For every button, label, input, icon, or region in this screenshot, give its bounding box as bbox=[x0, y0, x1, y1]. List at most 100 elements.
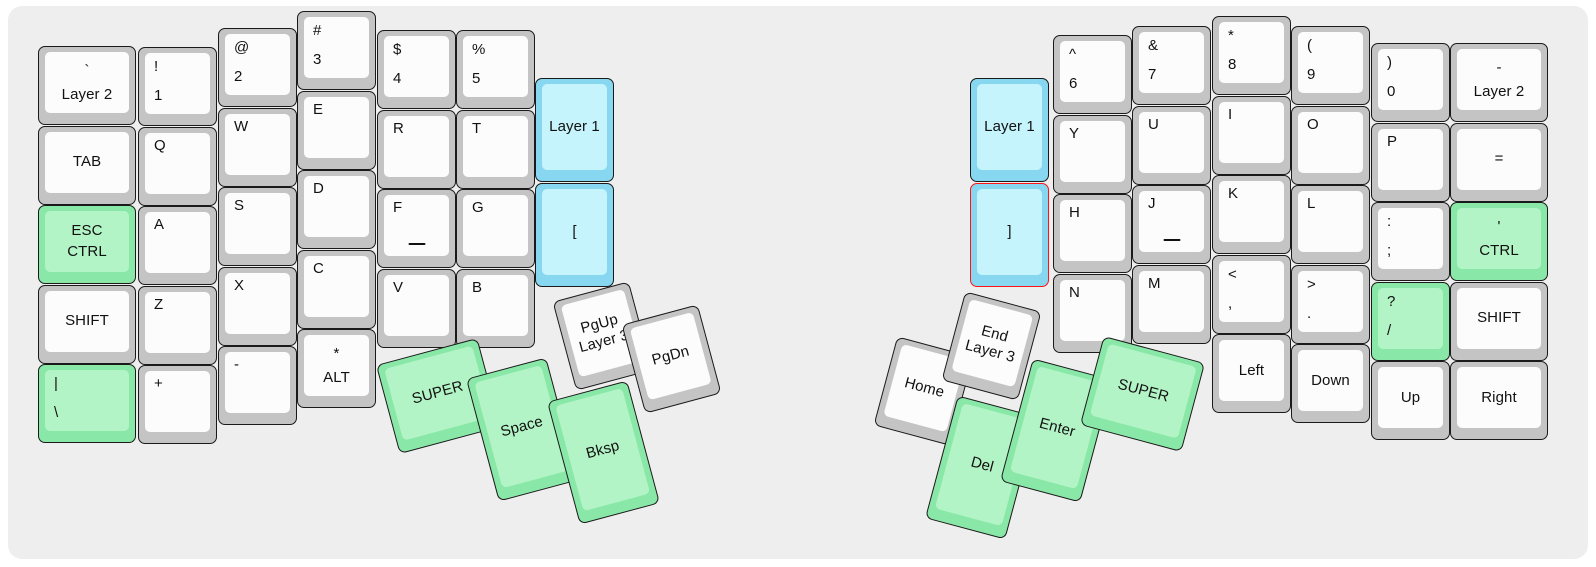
key-layer-1[interactable]: Layer 1 bbox=[535, 78, 614, 182]
key-legend-shifted: ' bbox=[1497, 217, 1501, 235]
key-8[interactable]: *8 bbox=[1212, 16, 1291, 95]
key-2[interactable]: @2 bbox=[218, 28, 297, 107]
key-9[interactable]: (9 bbox=[1291, 26, 1370, 105]
key-key[interactable]: :; bbox=[1371, 202, 1450, 281]
key-d[interactable]: D bbox=[297, 170, 376, 249]
key-s[interactable]: S bbox=[218, 187, 297, 266]
key-f[interactable]: F bbox=[377, 189, 456, 268]
key-w[interactable]: W bbox=[218, 107, 297, 187]
key-cap: $4 bbox=[384, 36, 449, 97]
homing-bar-icon bbox=[408, 242, 425, 245]
key-up[interactable]: Up bbox=[1371, 361, 1450, 440]
key-c[interactable]: C bbox=[297, 249, 376, 329]
thumb-pgdn[interactable]: PgDn bbox=[621, 304, 722, 414]
key-key[interactable]: <, bbox=[1212, 254, 1291, 334]
key-key[interactable]: = bbox=[1450, 122, 1548, 202]
key-i[interactable]: I bbox=[1212, 95, 1291, 175]
key-cap: :; bbox=[1378, 208, 1443, 269]
key-cap: *8 bbox=[1219, 22, 1284, 83]
key-4[interactable]: $4 bbox=[377, 30, 456, 109]
key-key[interactable]: ?/ bbox=[1371, 281, 1450, 361]
key-v[interactable]: V bbox=[377, 268, 456, 348]
key-h[interactable]: H bbox=[1053, 194, 1132, 273]
key-1[interactable]: !1 bbox=[138, 47, 217, 126]
key-cap: -Layer 2 bbox=[1457, 49, 1541, 110]
key-legend-shifted: $ bbox=[393, 41, 402, 58]
key-a[interactable]: A bbox=[138, 206, 217, 285]
key-tab[interactable]: TAB bbox=[38, 125, 136, 205]
key-legend-shifted: > bbox=[1307, 275, 1316, 293]
key-legend-bottom: CTRL bbox=[67, 243, 107, 260]
key-alt[interactable]: *ALT bbox=[297, 329, 376, 408]
key-key[interactable]: - bbox=[218, 346, 297, 425]
key-p[interactable]: P bbox=[1371, 122, 1450, 202]
key-cap: SHIFT bbox=[1457, 287, 1541, 349]
key-l[interactable]: L bbox=[1291, 185, 1370, 264]
key-b[interactable]: B bbox=[456, 268, 535, 348]
key-legend: Home bbox=[902, 374, 947, 402]
key-cap: `Layer 2 bbox=[45, 52, 129, 113]
key-m[interactable]: M bbox=[1132, 264, 1211, 344]
key-k[interactable]: K bbox=[1212, 175, 1291, 254]
key-legend-base: ALT bbox=[323, 368, 350, 386]
key-cap: J bbox=[1139, 191, 1204, 252]
key-legend: SUPER bbox=[1115, 375, 1171, 406]
key-legend: V bbox=[393, 278, 404, 296]
key-j[interactable]: J bbox=[1132, 185, 1211, 264]
key-y[interactable]: Y bbox=[1053, 114, 1132, 194]
key-0[interactable]: )0 bbox=[1371, 43, 1450, 122]
key-legend: Q bbox=[154, 136, 166, 154]
key-legend-shifted: % bbox=[472, 41, 486, 58]
key-cap: N bbox=[1060, 279, 1125, 341]
key-key[interactable]: + bbox=[138, 365, 217, 444]
key-z[interactable]: Z bbox=[138, 285, 217, 365]
key-cap: |\ bbox=[45, 370, 129, 431]
key-legend: F bbox=[393, 199, 403, 216]
key-cap: X bbox=[225, 272, 290, 334]
key-cap: P bbox=[1378, 128, 1443, 190]
key-legend: Del bbox=[969, 453, 996, 476]
key-7[interactable]: &7 bbox=[1132, 26, 1211, 105]
key-layer-1[interactable]: Layer 1 bbox=[970, 78, 1049, 182]
key-legend-shifted: @ bbox=[234, 39, 250, 56]
key-cap: ] bbox=[977, 188, 1042, 275]
key-ctrl[interactable]: 'CTRL bbox=[1450, 202, 1548, 281]
key-legend: I bbox=[1228, 105, 1233, 123]
key-shift[interactable]: SHIFT bbox=[38, 284, 136, 364]
key-u[interactable]: U bbox=[1132, 105, 1211, 185]
key-t[interactable]: T bbox=[456, 109, 535, 189]
key-down[interactable]: Down bbox=[1291, 344, 1370, 423]
key-key[interactable]: |\ bbox=[38, 364, 136, 443]
key-legend-base: 5 bbox=[472, 70, 481, 88]
key-3[interactable]: #3 bbox=[297, 11, 376, 90]
key-ctrl[interactable]: ESC CTRL bbox=[38, 205, 136, 284]
key-cap: [ bbox=[542, 188, 607, 275]
key-e[interactable]: E bbox=[297, 90, 376, 170]
key-r[interactable]: R bbox=[377, 109, 456, 189]
thumb-super-right[interactable]: SUPER bbox=[1079, 335, 1206, 453]
key-cap: B bbox=[463, 274, 528, 336]
key-5[interactable]: %5 bbox=[456, 30, 535, 109]
key-g[interactable]: G bbox=[456, 189, 535, 268]
key-right[interactable]: Right bbox=[1450, 361, 1548, 440]
key-legend: Enter bbox=[1037, 414, 1078, 441]
key-shift[interactable]: SHIFT bbox=[1450, 281, 1548, 361]
key-q[interactable]: Q bbox=[138, 126, 217, 206]
key-left[interactable]: Left bbox=[1212, 334, 1291, 413]
key-legend: Space bbox=[498, 412, 545, 441]
key-legend-shifted: ) bbox=[1387, 54, 1393, 71]
key-key[interactable]: >. bbox=[1291, 264, 1370, 344]
key-key[interactable]: [ bbox=[535, 182, 614, 287]
key-legend: ] bbox=[1007, 222, 1012, 240]
key-o[interactable]: O bbox=[1291, 105, 1370, 185]
key-6[interactable]: ^6 bbox=[1053, 35, 1132, 114]
key-cap: W bbox=[225, 113, 290, 175]
key-legend: Layer 1 bbox=[984, 118, 1035, 136]
key-key[interactable]: ] bbox=[970, 182, 1049, 287]
key-layer-2[interactable]: `Layer 2 bbox=[38, 46, 136, 125]
key-layer-2[interactable]: -Layer 2 bbox=[1450, 43, 1548, 122]
key-cap: &7 bbox=[1139, 32, 1204, 93]
key-x[interactable]: X bbox=[218, 266, 297, 346]
key-legend-top: ESC bbox=[71, 222, 103, 240]
